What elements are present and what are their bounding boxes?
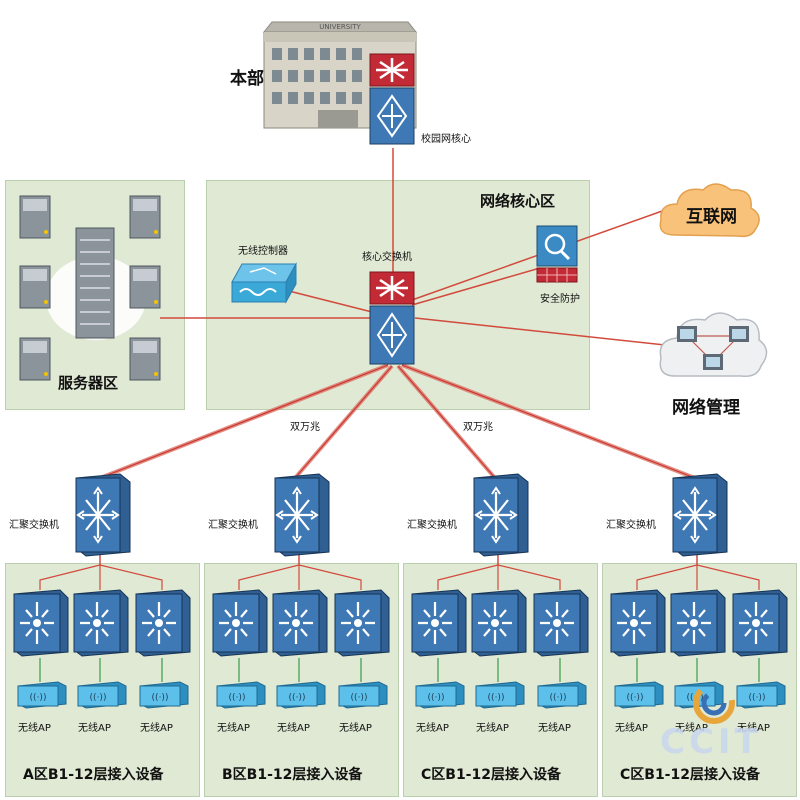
wireless-ap-label: 无线AP — [217, 723, 250, 734]
wireless-ap-label: 无线AP — [615, 723, 648, 734]
svg-text:((·)): ((·)) — [90, 693, 107, 703]
wireless-ap-label: 无线AP — [339, 723, 372, 734]
uplink-label-left: 双万兆 — [290, 422, 320, 433]
uplink-label-right: 双万兆 — [463, 422, 493, 433]
svg-text:((·)): ((·)) — [152, 693, 169, 703]
access-switch-icon — [72, 588, 130, 662]
wireless-ap-icon: ((·)) — [735, 680, 787, 714]
security-firewall-icon — [536, 225, 578, 283]
svg-text:((·)): ((·)) — [550, 693, 567, 703]
core-switch-label: 核心交换机 — [362, 252, 412, 263]
access-switch-icon — [470, 588, 528, 662]
campus-core-router-icon — [369, 53, 415, 145]
wireless-ap-icon: ((·)) — [414, 680, 466, 714]
watermark-text: CCIT — [660, 722, 762, 762]
server-cluster-icon — [19, 195, 161, 381]
access-switch-icon — [271, 588, 329, 662]
security-label: 安全防护 — [540, 294, 580, 305]
access-switch-icon — [410, 588, 468, 662]
distribution-switch-icon — [271, 472, 333, 562]
access-zone-label: B区B1-12层接入设备 — [222, 767, 363, 783]
access-zone-label: C区B1-12层接入设备 — [620, 767, 760, 783]
distribution-switch-label: 汇聚交换机 — [9, 520, 59, 531]
svg-text:((·)): ((·)) — [627, 693, 644, 703]
internet-cloud-icon — [659, 183, 760, 238]
wireless-ap-label: 无线AP — [18, 723, 51, 734]
access-zone-label: C区B1-12层接入设备 — [421, 767, 561, 783]
network-management-label: 网络管理 — [672, 398, 740, 418]
wireless-ap-icon: ((·)) — [16, 680, 68, 714]
svg-text:((·)): ((·)) — [229, 693, 246, 703]
headquarters-label: 本部 — [230, 69, 264, 89]
access-switch-icon — [12, 588, 70, 662]
svg-text:((·)): ((·)) — [749, 693, 766, 703]
wireless-ap-icon: ((·)) — [474, 680, 526, 714]
svg-text:((·)): ((·)) — [289, 693, 306, 703]
core-switch-icon — [369, 271, 415, 365]
svg-text:((·)): ((·)) — [488, 693, 505, 703]
building-sign: UNIVERSITY — [319, 23, 361, 31]
wireless-ap-icon: ((·)) — [138, 680, 190, 714]
distribution-switch-icon — [470, 472, 532, 562]
wireless-ap-label: 无线AP — [140, 723, 173, 734]
access-switch-icon — [211, 588, 269, 662]
svg-text:((·)): ((·)) — [351, 693, 368, 703]
access-zone-label: A区B1-12层接入设备 — [23, 767, 164, 783]
wireless-controller-icon — [231, 262, 297, 304]
core-zone-title: 网络核心区 — [480, 192, 556, 210]
distribution-switch-icon — [669, 472, 731, 562]
wireless-ap-label: 无线AP — [538, 723, 571, 734]
campus-core-label: 校园网核心 — [421, 134, 471, 145]
network-management-cloud-icon — [659, 312, 768, 378]
access-switch-icon — [669, 588, 727, 662]
distribution-switch-icon — [72, 472, 134, 562]
access-switch-icon — [134, 588, 192, 662]
wireless-ap-icon: ((·)) — [536, 680, 588, 714]
svg-text:((·)): ((·)) — [30, 693, 47, 703]
distribution-switch-label: 汇聚交换机 — [208, 520, 258, 531]
wireless-ap-label: 无线AP — [416, 723, 449, 734]
wireless-ap-label: 无线AP — [277, 723, 310, 734]
wireless-ap-icon: ((·)) — [76, 680, 128, 714]
distribution-switch-label: 汇聚交换机 — [606, 520, 656, 531]
wireless-ap-label: 无线AP — [737, 723, 770, 734]
server-zone-label: 服务器区 — [58, 374, 119, 392]
internet-label: 互联网 — [686, 207, 737, 227]
access-switch-icon — [532, 588, 590, 662]
access-switch-icon — [609, 588, 667, 662]
svg-text:((·)): ((·)) — [428, 693, 445, 703]
wireless-ap-icon: ((·)) — [215, 680, 267, 714]
distribution-switch-label: 汇聚交换机 — [407, 520, 457, 531]
wireless-controller-label: 无线控制器 — [238, 246, 288, 257]
wireless-ap-icon: ((·)) — [337, 680, 389, 714]
wireless-ap-icon: ((·)) — [613, 680, 665, 714]
ccit-logo-icon — [693, 682, 735, 724]
access-switch-icon — [731, 588, 789, 662]
wireless-ap-icon: ((·)) — [275, 680, 327, 714]
wireless-ap-label: 无线AP — [675, 723, 708, 734]
wireless-ap-label: 无线AP — [78, 723, 111, 734]
access-switch-icon — [333, 588, 391, 662]
wireless-ap-label: 无线AP — [476, 723, 509, 734]
